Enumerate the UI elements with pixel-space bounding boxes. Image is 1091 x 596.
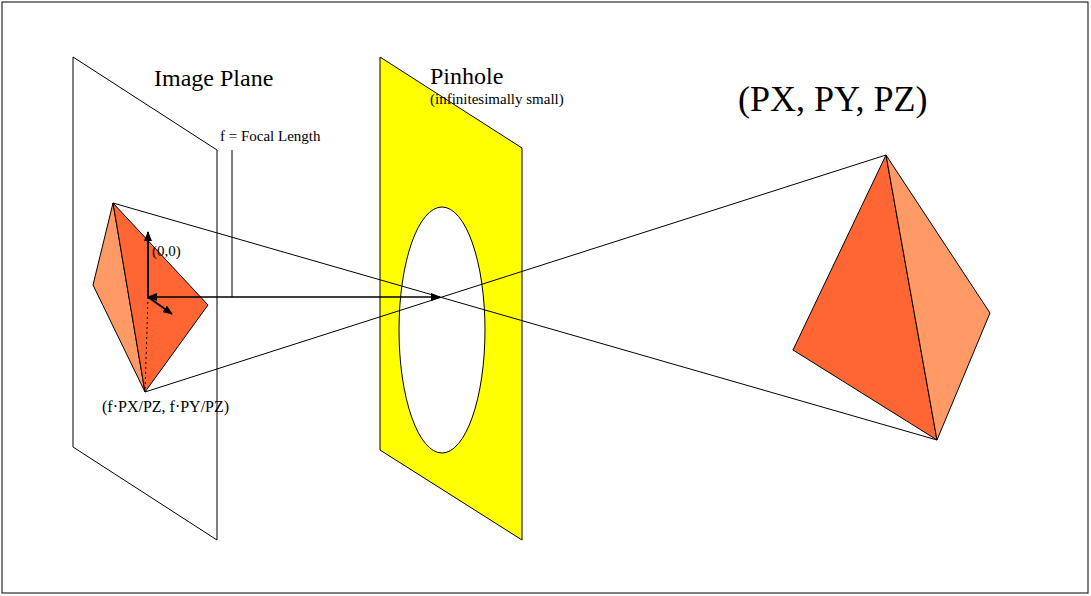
axis-up: [147, 232, 149, 297]
plane-node: Pinhole(infinitesimally small): [380, 57, 522, 540]
focal-leader: [232, 150, 233, 297]
pinhole-opening: [399, 207, 485, 453]
pinhole-plane: [380, 57, 522, 540]
image-plane: [73, 57, 217, 540]
projection-label: (f·PX/PZ, f·PY/PZ): [102, 398, 229, 416]
origin-label: (0,0): [152, 243, 181, 260]
focal-label: f = Focal Length: [220, 128, 321, 145]
focal-arrow: [148, 296, 440, 298]
plane-node: Image Plane: [73, 57, 217, 540]
point-label: (PX, PY, PZ): [738, 80, 927, 120]
ray: [145, 155, 886, 392]
plane-title: Image Plane: [154, 65, 273, 91]
plane-note: (infinitesimally small): [430, 91, 564, 108]
axis-depth: [148, 297, 172, 314]
plane-title: Pinhole: [430, 63, 503, 89]
object-face-light: [886, 155, 990, 440]
dotted-offset: [145, 297, 148, 392]
